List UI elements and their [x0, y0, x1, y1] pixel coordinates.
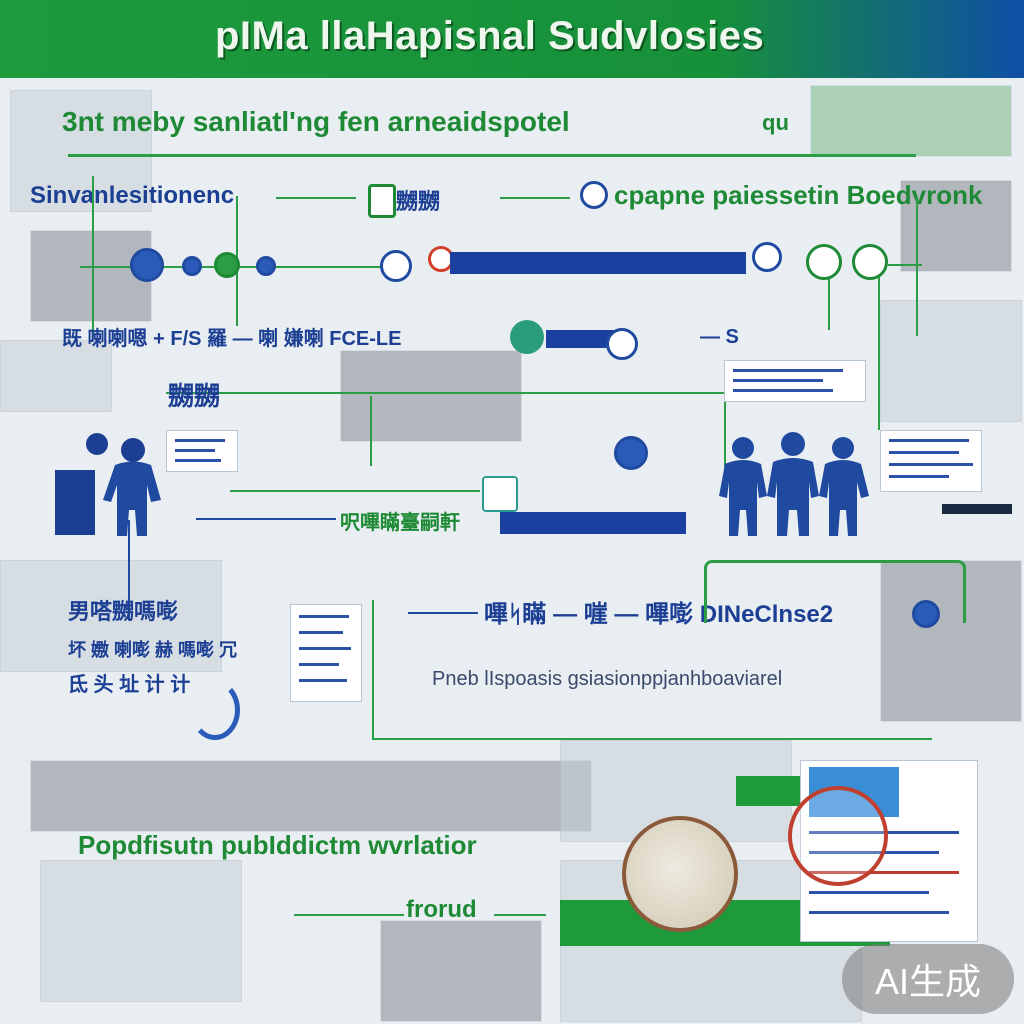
node-circle [380, 250, 412, 282]
connector-line [500, 197, 570, 199]
node-circle [130, 248, 164, 282]
connector-line [408, 612, 478, 614]
connector-line [724, 396, 726, 486]
connector-line [372, 738, 932, 740]
node-circle [806, 244, 842, 280]
node-circle [852, 244, 888, 280]
info-card [290, 604, 362, 702]
row-label: 既 喇喇嗯 + F/S 羅 — 喇 嫌喇 FCE-LE [62, 328, 402, 350]
header-banner [0, 0, 1024, 78]
ai-watermark-badge: AI生成 [842, 944, 1014, 1014]
node-circle [256, 256, 276, 276]
connector-line [878, 270, 880, 430]
connector-frame [704, 560, 966, 623]
divider-line [68, 154, 916, 157]
background-tile [880, 300, 1022, 422]
background-tile [880, 560, 1022, 722]
diagram-subtitle: 3nt meby sanliatl'ng fen arneaidspotel [62, 106, 570, 137]
center-sub-label: Pneb lIspoasis gsiasionppjanhboaviarel [432, 668, 783, 690]
connector-line [128, 520, 130, 620]
people-icon [55, 430, 165, 540]
background-tile [0, 560, 222, 672]
background-tile [30, 230, 152, 322]
connector-line [916, 196, 918, 336]
background-tile [380, 920, 542, 1022]
background-tile [10, 90, 152, 212]
background-tile [0, 340, 112, 412]
connector-line [370, 396, 372, 466]
mid-left-label: 氐 头 址 计 计 [68, 674, 191, 696]
progress-bar [450, 252, 746, 274]
mid-left-label: 男嗒嬲嗎嘭 [68, 599, 179, 624]
process-bar [500, 512, 686, 534]
node-dot [510, 320, 544, 354]
small-label: 嬲嬲 [396, 189, 441, 214]
connector-line [196, 518, 336, 520]
node-circle [214, 252, 240, 278]
node-circle [752, 242, 782, 272]
info-card [166, 430, 238, 472]
people-group-icon [715, 430, 875, 540]
right-label: cpapne paiessetin Boedvronk [614, 180, 983, 210]
connector-line [92, 176, 94, 336]
background-tile [30, 760, 592, 832]
info-card [724, 360, 866, 402]
node-circle [606, 328, 638, 360]
dash-label: — S [700, 326, 739, 348]
connector-line [294, 914, 404, 916]
connector-line [828, 270, 830, 330]
process-bar [546, 330, 616, 348]
diagram-subtitle-right: qu [762, 110, 789, 135]
connector-line [888, 264, 922, 266]
box-header: 嬲嬲 [168, 381, 221, 411]
plate-icon [622, 816, 738, 932]
connector-line [230, 490, 480, 492]
magnifier-icon [788, 786, 888, 886]
background-tile [340, 350, 522, 442]
page-title: pIMa llaHapisnal Sudvlosies [215, 14, 765, 58]
mid-left-label: 坏 嫐 喇嘭 赫 嗎嘭 冗 [68, 640, 238, 660]
document-icon [368, 184, 396, 218]
node-circle [182, 256, 202, 276]
node-circle [614, 436, 648, 470]
green-block [736, 776, 802, 806]
document-icon [482, 476, 518, 512]
connector-line [166, 392, 726, 394]
connector-line [372, 600, 374, 740]
connector-line [494, 914, 546, 916]
connector-line [276, 197, 356, 199]
node-circle [580, 181, 608, 209]
bottom-sub: frorud [406, 896, 477, 923]
background-tile [900, 180, 1012, 272]
info-card [880, 430, 982, 492]
left-label: Sinvanlesitionenc [30, 182, 235, 209]
dark-bar [942, 504, 1012, 514]
arc-icon [190, 680, 240, 740]
center-label: 嗶ᛋ瞞 — 嘊 — 嗶嘭 DINeClnse2 [484, 601, 834, 628]
bottom-title: Popdfisutn pubIddictm wvrlatior [78, 830, 477, 860]
process-label: 呎嗶瞞臺嗣軒 [340, 512, 460, 534]
node-circle [912, 600, 940, 628]
background-tile [40, 860, 242, 1002]
background-tile [810, 85, 1012, 157]
